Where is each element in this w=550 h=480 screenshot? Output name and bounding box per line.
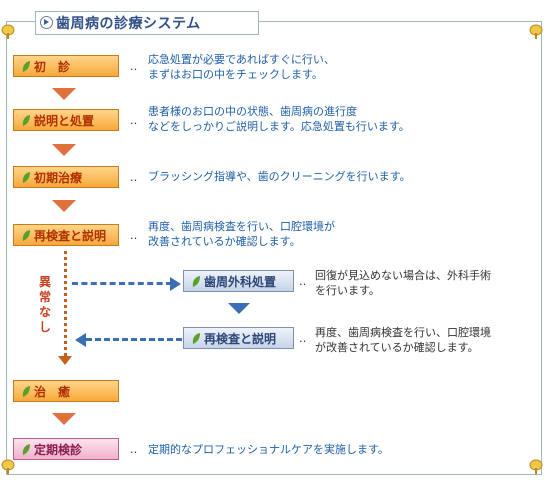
step-teiki: 定期検診 [13,438,119,460]
step-saikensa: 再検査と説明 [13,224,119,246]
step-label: 初期治療 [34,170,83,185]
dots: ‥ [130,229,139,242]
step-desc: 定期的なプロフェッショナルケアを実施します。 [148,443,389,456]
flow-arrow [52,413,76,425]
branch-label: 異常なし [38,275,51,334]
pushpin-icon [529,24,543,39]
step-chiyu: 治 癒 [13,380,119,402]
step-setsumei: 説明と処置 [13,109,119,131]
pushpin-icon [1,459,15,474]
step-shoshin: 初 診 [13,55,119,77]
leaf-icon [22,60,30,72]
step-label: 再検査と説明 [34,228,107,243]
title-box [35,11,259,35]
step-desc: ブラッシング指導や、歯のクリーニングを行います。 [148,170,411,183]
dots: ‥ [299,332,308,345]
step-desc: 再度、歯周病検査を行い、口腔環境が改善されているか確認します。 [315,326,491,354]
step-geka: 歯周外科処置 [183,270,294,292]
leaf-icon [22,171,30,183]
leaf-icon [22,114,30,126]
flow-arrow [52,144,76,156]
flow-arrow [52,88,76,100]
dots: ‥ [299,275,308,288]
arrow-right-icon [170,277,181,291]
step-desc: 再度、歯周病検査を行い、口腔環境が改善されているか確認します。 [148,220,335,248]
step-label: 説明と処置 [34,113,95,128]
play-arrow-icon [44,19,49,25]
step-desc: 応急処置が必要であればすぐに行い、まずはお口の中をチェックします。 [148,53,335,81]
dots: ‥ [130,171,139,184]
branch-arrow-tip [58,356,72,365]
leaf-icon [192,275,200,287]
branch-line [64,251,67,356]
flow-arrow [228,303,250,314]
page-title: 歯周病の診療システム [56,16,201,32]
dots: ‥ [130,443,139,456]
branch-arrow-left [86,338,182,341]
step-label: 定期検診 [34,442,83,457]
step-saikensa-2: 再検査と説明 [183,327,294,349]
flow-arrow [52,200,76,212]
leaf-icon [22,385,30,397]
pushpin-icon [529,459,543,474]
step-label: 再検査と説明 [204,331,277,346]
step-desc: 患者様のお口の中の状態、歯周病の進行度などをしっかりご説明します。応急処置も行い… [148,105,410,133]
arrow-left-icon [75,333,86,347]
step-desc: 回復が見込めない場合は、外科手術を行います。 [315,269,491,297]
dots: ‥ [130,60,139,73]
dots: ‥ [130,114,139,127]
step-label: 歯周外科処置 [204,274,277,289]
step-label: 初 診 [34,59,71,74]
step-shoki: 初期治療 [13,166,119,188]
leaf-icon [22,443,30,455]
step-label: 治 癒 [34,384,71,399]
pushpin-icon [1,24,15,39]
leaf-icon [22,229,30,241]
branch-arrow-right [72,282,172,285]
leaf-icon [192,332,200,344]
